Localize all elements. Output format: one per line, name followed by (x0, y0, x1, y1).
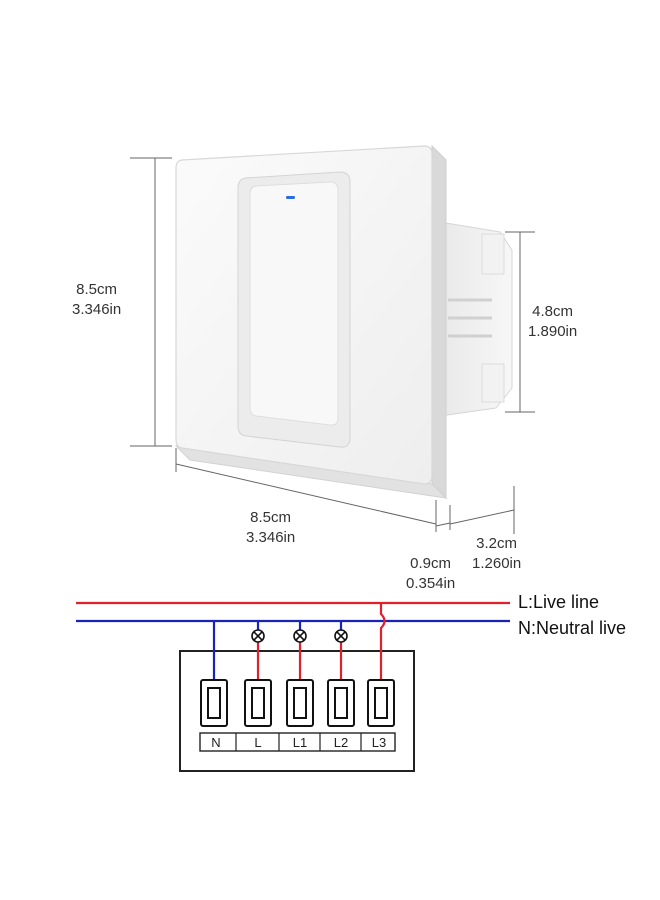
terminal-label-l: L (254, 735, 261, 750)
terminal-label-l2: L2 (334, 735, 348, 750)
back-box (439, 221, 513, 417)
plate-depth-dimension-label: 0.9cm 0.354in (406, 555, 456, 592)
led-indicator (286, 196, 295, 199)
terminal-label-n: N (211, 735, 220, 750)
switch-button[interactable] (237, 171, 351, 448)
lamp-icon (334, 629, 348, 643)
total-depth-dimension-label: 3.2cm 1.260in (472, 535, 522, 572)
live-line-label: L:Live line (518, 592, 600, 612)
height-dimension-label: 8.5cm 3.346in (72, 281, 122, 318)
terminal-label-l1: L1 (293, 735, 307, 750)
wiring-diagram: N L L1 L2 L3 (76, 601, 510, 772)
plate-edge (431, 144, 447, 500)
lamp-icon (293, 629, 307, 643)
dimension-lines (130, 157, 535, 534)
terminals (200, 679, 395, 727)
neutral-line-label: N:Neutral live (518, 618, 627, 638)
terminal-label-l3: L3 (372, 735, 386, 750)
width-dimension-label: 8.5cm 3.346in (246, 509, 296, 546)
box-height-dimension-label: 4.8cm 1.890in (528, 303, 578, 340)
lamp-icon (251, 629, 265, 643)
